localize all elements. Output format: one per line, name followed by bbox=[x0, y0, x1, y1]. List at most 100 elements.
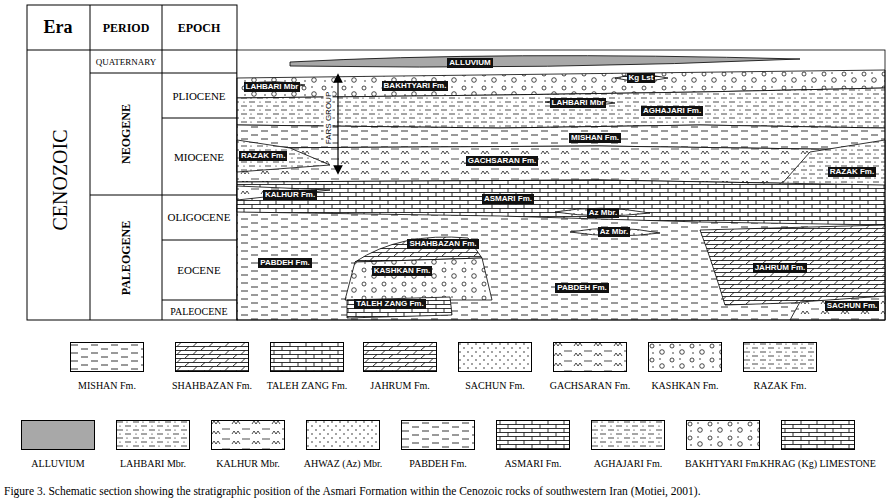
column-header: PERIOD bbox=[103, 21, 150, 36]
formation-name: PABDEH Fm. bbox=[260, 258, 310, 268]
formation-name: MISHAN Fm. bbox=[571, 133, 619, 143]
legend-label: JAHRUM Fm. bbox=[363, 380, 437, 391]
formation-label: LAHBARI Mbr bbox=[550, 98, 607, 108]
group-label: FARS GROUP bbox=[324, 91, 333, 145]
formation-label: SHAHBAZAN Fm. bbox=[407, 239, 478, 249]
legend-swatch bbox=[401, 420, 475, 450]
formation-name: RAZAK Fm. bbox=[830, 167, 874, 177]
time-unit: PLIOCENE bbox=[172, 90, 225, 102]
legend-swatch bbox=[496, 420, 570, 450]
formation-name: Az Mbr. bbox=[589, 208, 617, 218]
legend-item: GACHSARAN Fm. bbox=[550, 342, 631, 391]
legend-label: SHAHBAZAN Fm. bbox=[172, 380, 252, 391]
formation-label: Kg Lst bbox=[627, 73, 656, 83]
legend-item: MISHAN Fm. bbox=[70, 342, 144, 391]
formation-label: SACHUN Fm. bbox=[825, 301, 880, 311]
formation-label: TALEH ZANG Fm. bbox=[354, 299, 425, 309]
legend-swatch bbox=[743, 342, 817, 372]
legend-swatch bbox=[70, 342, 144, 372]
formation-label: PABDEH Fm. bbox=[555, 283, 609, 293]
formation-name: KASHKAN Fm. bbox=[374, 266, 430, 276]
formation-name: TALEH ZANG Fm. bbox=[356, 299, 423, 309]
legend-label: KALHUR Mbr. bbox=[211, 458, 285, 469]
legend-label: BAKHTYARI Fm. bbox=[685, 458, 761, 469]
formation-name: ASMARI Fm. bbox=[484, 194, 532, 204]
legend-swatch bbox=[306, 420, 380, 450]
legend-swatch bbox=[781, 420, 855, 450]
legend-label: MISHAN Fm. bbox=[70, 380, 144, 391]
legend-swatch bbox=[211, 420, 285, 450]
formation-label: KASHKAN Fm. bbox=[372, 266, 432, 276]
rock-units bbox=[237, 50, 885, 320]
time-unit: OLIGOCENE bbox=[168, 211, 231, 223]
formation-label: JAHRUM Fm. bbox=[753, 263, 808, 273]
formation-label: RAZAK Fm. bbox=[828, 167, 876, 177]
legend-swatch bbox=[270, 342, 344, 372]
time-unit: EOCENE bbox=[177, 264, 220, 276]
legend-item: AGHAJARI Fm. bbox=[591, 420, 665, 469]
formation-name: PABDEH Fm. bbox=[557, 283, 607, 293]
legend-swatch bbox=[175, 342, 249, 372]
legend-label: TALEH ZANG Fm. bbox=[267, 380, 348, 391]
legend-item: TALEH ZANG Fm. bbox=[267, 342, 348, 391]
formation-label: Az Mbr. bbox=[587, 208, 619, 218]
legend-item: JAHRUM Fm. bbox=[363, 342, 437, 391]
formation-name: LAHBARI Mbr bbox=[552, 98, 605, 108]
legend-item: AHWAZ (Az) Mbr. bbox=[304, 420, 383, 469]
formation-name: SHAHBAZAN Fm. bbox=[409, 239, 476, 249]
legend-swatch bbox=[363, 342, 437, 372]
formation-label: AGHAJARI Fm. bbox=[641, 106, 703, 116]
legend-swatch bbox=[591, 420, 665, 450]
formation-name: Kg Lst bbox=[629, 73, 654, 83]
legend-swatch bbox=[116, 420, 190, 450]
legend-swatch bbox=[648, 342, 722, 372]
time-unit: PALEOGENE bbox=[119, 221, 134, 295]
legend-item: KALHUR Mbr. bbox=[211, 420, 285, 469]
formation-label: MISHAN Fm. bbox=[569, 133, 621, 143]
legend-label: AHWAZ (Az) Mbr. bbox=[304, 458, 383, 469]
formation-name: LAHBARI Mbr bbox=[246, 82, 299, 92]
legend-item: ASMARI Fm. bbox=[496, 420, 570, 469]
formation-label: KALHUR Fm. bbox=[263, 190, 317, 200]
formation-label: GACHSARAN Fm. bbox=[466, 156, 538, 166]
time-unit: PALEOCENE bbox=[170, 306, 227, 317]
legend-label: RAZAK Fm. bbox=[743, 380, 817, 391]
legend-label: PABDEH Fm. bbox=[401, 458, 475, 469]
formation-name: SACHUN Fm. bbox=[827, 301, 878, 311]
legend-label: GACHSARAN Fm. bbox=[550, 380, 631, 391]
legend-swatch bbox=[21, 420, 95, 450]
formation-label: RAZAK Fm. bbox=[239, 151, 287, 161]
formation-name: BAKHTYARI Fm. bbox=[384, 81, 447, 91]
legend-swatch bbox=[553, 342, 627, 372]
time-unit: QUATERNARY bbox=[96, 57, 157, 67]
time-table bbox=[27, 5, 237, 320]
legend-item: ALLUVIUM bbox=[21, 420, 95, 469]
legend-label: ALLUVIUM bbox=[21, 458, 95, 469]
legend-item: RAZAK Fm. bbox=[743, 342, 817, 391]
legend-item: SHAHBAZAN Fm. bbox=[172, 342, 252, 391]
legend-item: BAKHTYARI Fm. bbox=[685, 420, 761, 469]
formation-name: KALHUR Fm. bbox=[265, 190, 315, 200]
formation-label: Az Mbr. bbox=[598, 227, 630, 237]
time-unit: NEOGENE bbox=[119, 104, 134, 164]
time-unit: MIOCENE bbox=[174, 151, 224, 163]
formation-name: RAZAK Fm. bbox=[241, 151, 285, 161]
formation-label: ASMARI Fm. bbox=[482, 194, 534, 204]
fars-group-arrow bbox=[337, 78, 338, 170]
formation-name: Az Mbr. bbox=[600, 227, 628, 237]
column-header: Era bbox=[44, 17, 73, 38]
legend-swatch bbox=[686, 420, 760, 450]
legend-label: KHRAG (Kg) LIMESTONE bbox=[760, 458, 876, 469]
time-unit: CENOZOIC bbox=[49, 129, 72, 230]
legend-label: SACHUN Fm. bbox=[458, 380, 532, 391]
legend-label: ASMARI Fm. bbox=[496, 458, 570, 469]
formation-label: ALLUVIUM bbox=[447, 58, 492, 68]
legend-item: SACHUN Fm. bbox=[458, 342, 532, 391]
legend-swatch bbox=[458, 342, 532, 372]
formation-name: JAHRUM Fm. bbox=[755, 263, 806, 273]
formation-name: GACHSARAN Fm. bbox=[468, 156, 536, 166]
formation-label: LAHBARI Mbr bbox=[244, 82, 301, 92]
legend-item: PABDEH Fm. bbox=[401, 420, 475, 469]
figure-caption: Figure 3. Schematic section showing the … bbox=[4, 485, 889, 497]
formation-label: BAKHTYARI Fm. bbox=[382, 81, 449, 91]
